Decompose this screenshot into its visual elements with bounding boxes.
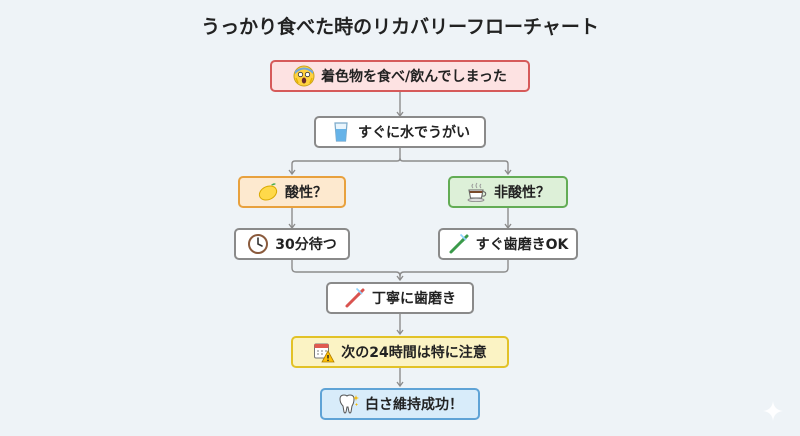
connector-brushnow-brush [399, 260, 509, 277]
connector-rinse-acidic [288, 148, 401, 176]
coffee-cup-icon [466, 181, 488, 203]
node-brush-label: 丁寧に歯磨き [372, 291, 456, 307]
node-non-acidic: 非酸性？ [448, 176, 568, 208]
node-acidic: 酸性？ [238, 176, 346, 208]
calendar-warning-icon [313, 341, 335, 363]
node-wait-label: 30分待つ [275, 237, 337, 253]
node-wait: 30分待つ [234, 228, 350, 260]
node-acidic-label: 酸性？ [285, 185, 327, 201]
toothbrush-icon [448, 233, 470, 255]
connector-rinse-nonacidic [399, 157, 512, 176]
toothbrush-icon [344, 287, 366, 309]
node-brush-now-label: すぐ歯磨きOK [475, 237, 569, 253]
node-brush-now: すぐ歯磨きOK [438, 228, 578, 260]
connector-wait-brush [291, 260, 404, 282]
node-caution: 次の24時間は特に注意 [291, 336, 509, 368]
scream-face-icon [293, 65, 315, 87]
node-rinse-label: すぐに水でうがい [358, 125, 470, 141]
water-glass-icon [330, 121, 352, 143]
clock-icon [247, 233, 269, 255]
node-success-label: 白さ維持成功！ [365, 397, 463, 413]
node-brush: 丁寧に歯磨き [326, 282, 474, 314]
lemon-icon [257, 181, 279, 203]
node-start-label: 着色物を食べ/飲んでしまった [321, 69, 507, 85]
sparkle-watermark-icon [763, 401, 783, 421]
page-title: うっかり食べた時のリカバリーフローチャート [201, 16, 599, 38]
node-non-acidic-label: 非酸性？ [494, 185, 550, 201]
node-caution-label: 次の24時間は特に注意 [341, 345, 487, 361]
node-success: 白さ維持成功！ [320, 388, 480, 420]
node-rinse: すぐに水でうがい [314, 116, 486, 148]
sparkling-tooth-icon [337, 393, 359, 415]
node-start: 着色物を食べ/飲んでしまった [270, 60, 530, 92]
